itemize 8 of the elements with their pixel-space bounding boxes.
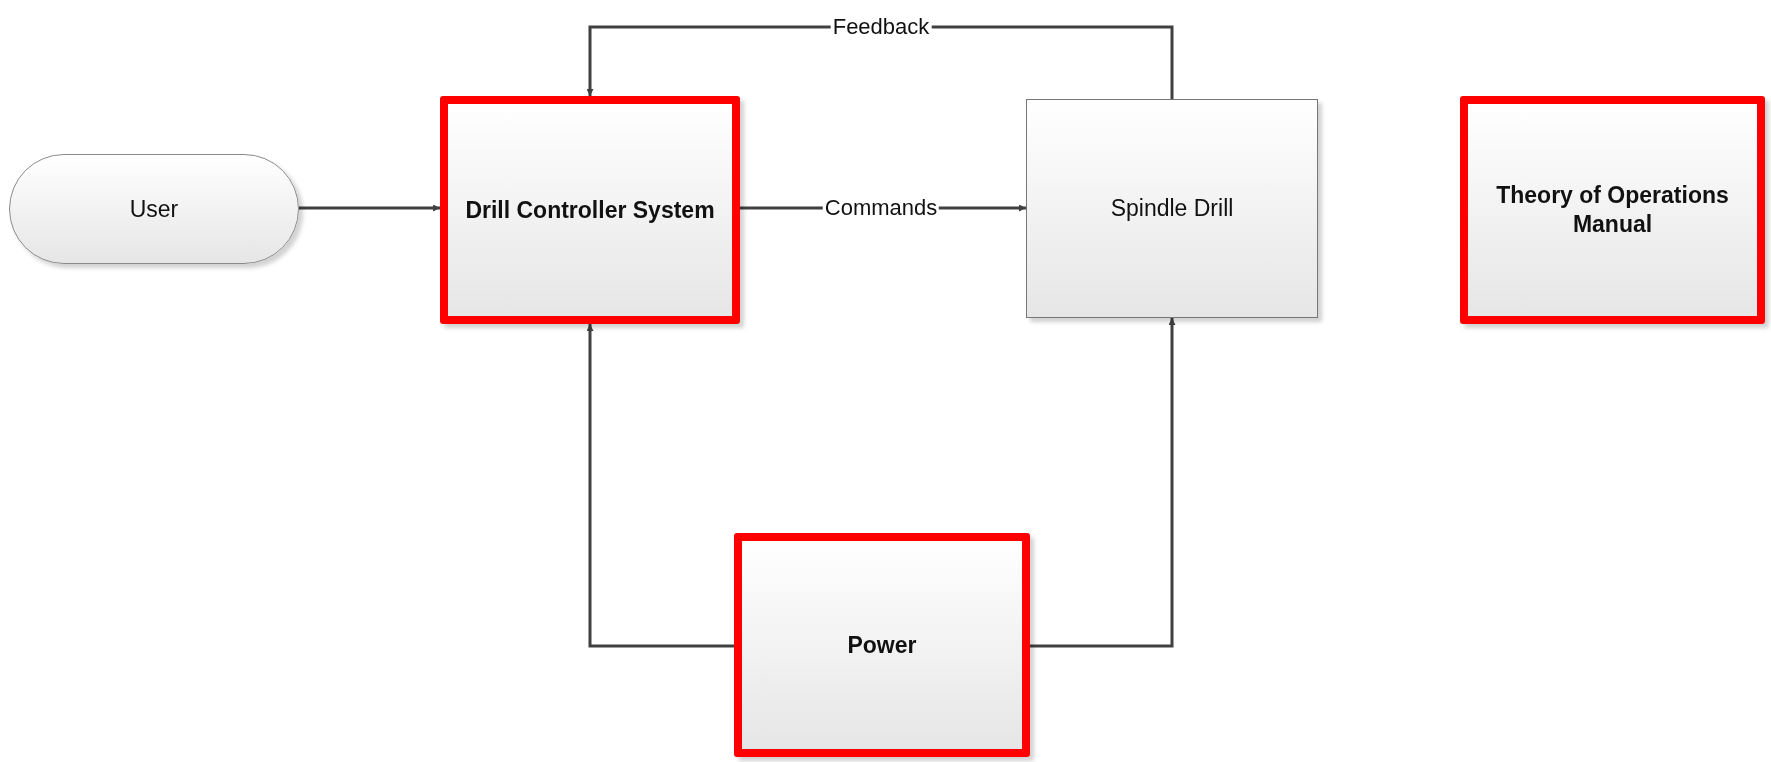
process-box: Drill Controller System: [440, 96, 740, 324]
arrow: [299, 204, 440, 212]
process-box: Power: [734, 533, 1030, 757]
terminator-shape: User: [9, 154, 299, 264]
process-box: Spindle Drill: [1026, 99, 1318, 318]
process-box: Theory of Operations Manual: [1460, 96, 1765, 324]
arrow: [586, 324, 734, 648]
arrow: [1030, 318, 1176, 648]
